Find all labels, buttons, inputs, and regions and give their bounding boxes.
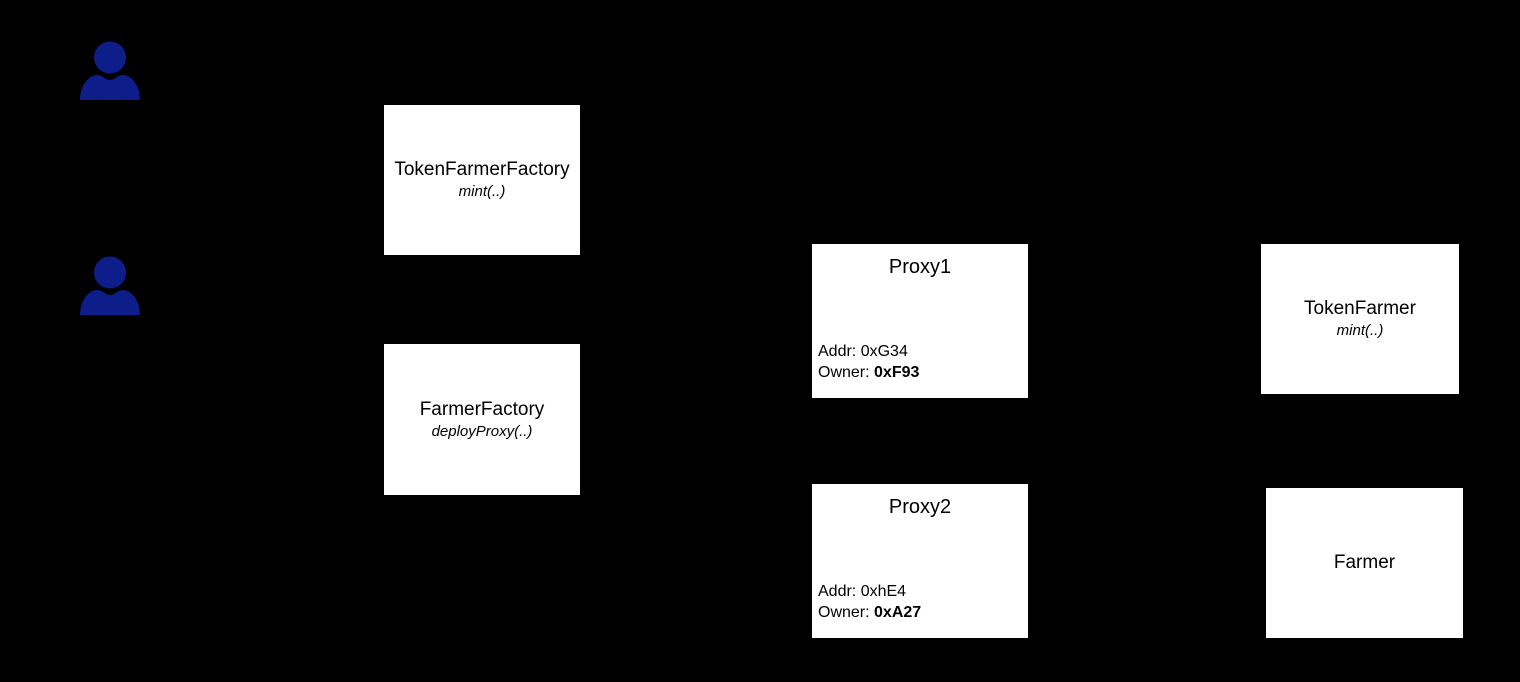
- node-title: TokenFarmerFactory: [394, 159, 570, 181]
- node-token-farmer-factory[interactable]: TokenFarmerFactory mint(..): [383, 104, 581, 256]
- node-title: FarmerFactory: [419, 398, 545, 420]
- node-method: mint(..): [458, 183, 506, 201]
- owner-label: Owner:: [818, 364, 870, 382]
- actor-icon-bottom[interactable]: [79, 255, 141, 317]
- person-icon: [80, 256, 140, 315]
- actor-icon-top[interactable]: [79, 40, 141, 102]
- addr-value: 0xG34: [860, 342, 908, 360]
- owner-value: 0xF93: [874, 364, 920, 382]
- person-icon: [80, 41, 140, 100]
- node-token-farmer[interactable]: TokenFarmer mint(..): [1260, 243, 1460, 395]
- owner-label: Owner:: [818, 604, 870, 622]
- node-title: Farmer: [1333, 552, 1396, 574]
- node-farmer-factory[interactable]: FarmerFactory deployProxy(..): [383, 343, 581, 496]
- proxy-addr-row: Addr: 0xG34: [818, 341, 919, 363]
- node-farmer[interactable]: Farmer: [1265, 487, 1464, 639]
- node-method: deployProxy(..): [431, 422, 533, 440]
- node-method: mint(..): [1336, 322, 1384, 340]
- proxy-fields: Addr: 0xG34 Owner: 0xF93: [818, 341, 919, 384]
- proxy-addr-row: Addr: 0xhE4: [818, 581, 921, 603]
- addr-label: Addr:: [818, 342, 857, 360]
- proxy-fields: Addr: 0xhE4 Owner: 0xA27: [818, 581, 921, 624]
- addr-label: Addr:: [818, 582, 857, 600]
- node-proxy1[interactable]: Proxy1 Addr: 0xG34 Owner: 0xF93: [811, 243, 1029, 399]
- addr-value: 0xhE4: [860, 582, 907, 600]
- node-proxy2[interactable]: Proxy2 Addr: 0xhE4 Owner: 0xA27: [811, 483, 1029, 639]
- node-title: TokenFarmer: [1304, 298, 1416, 320]
- node-title: Proxy1: [888, 256, 952, 278]
- owner-value: 0xA27: [874, 604, 922, 622]
- proxy-owner-row: Owner: 0xA27: [818, 602, 921, 624]
- proxy-owner-row: Owner: 0xF93: [818, 362, 919, 384]
- node-title: Proxy2: [888, 496, 952, 518]
